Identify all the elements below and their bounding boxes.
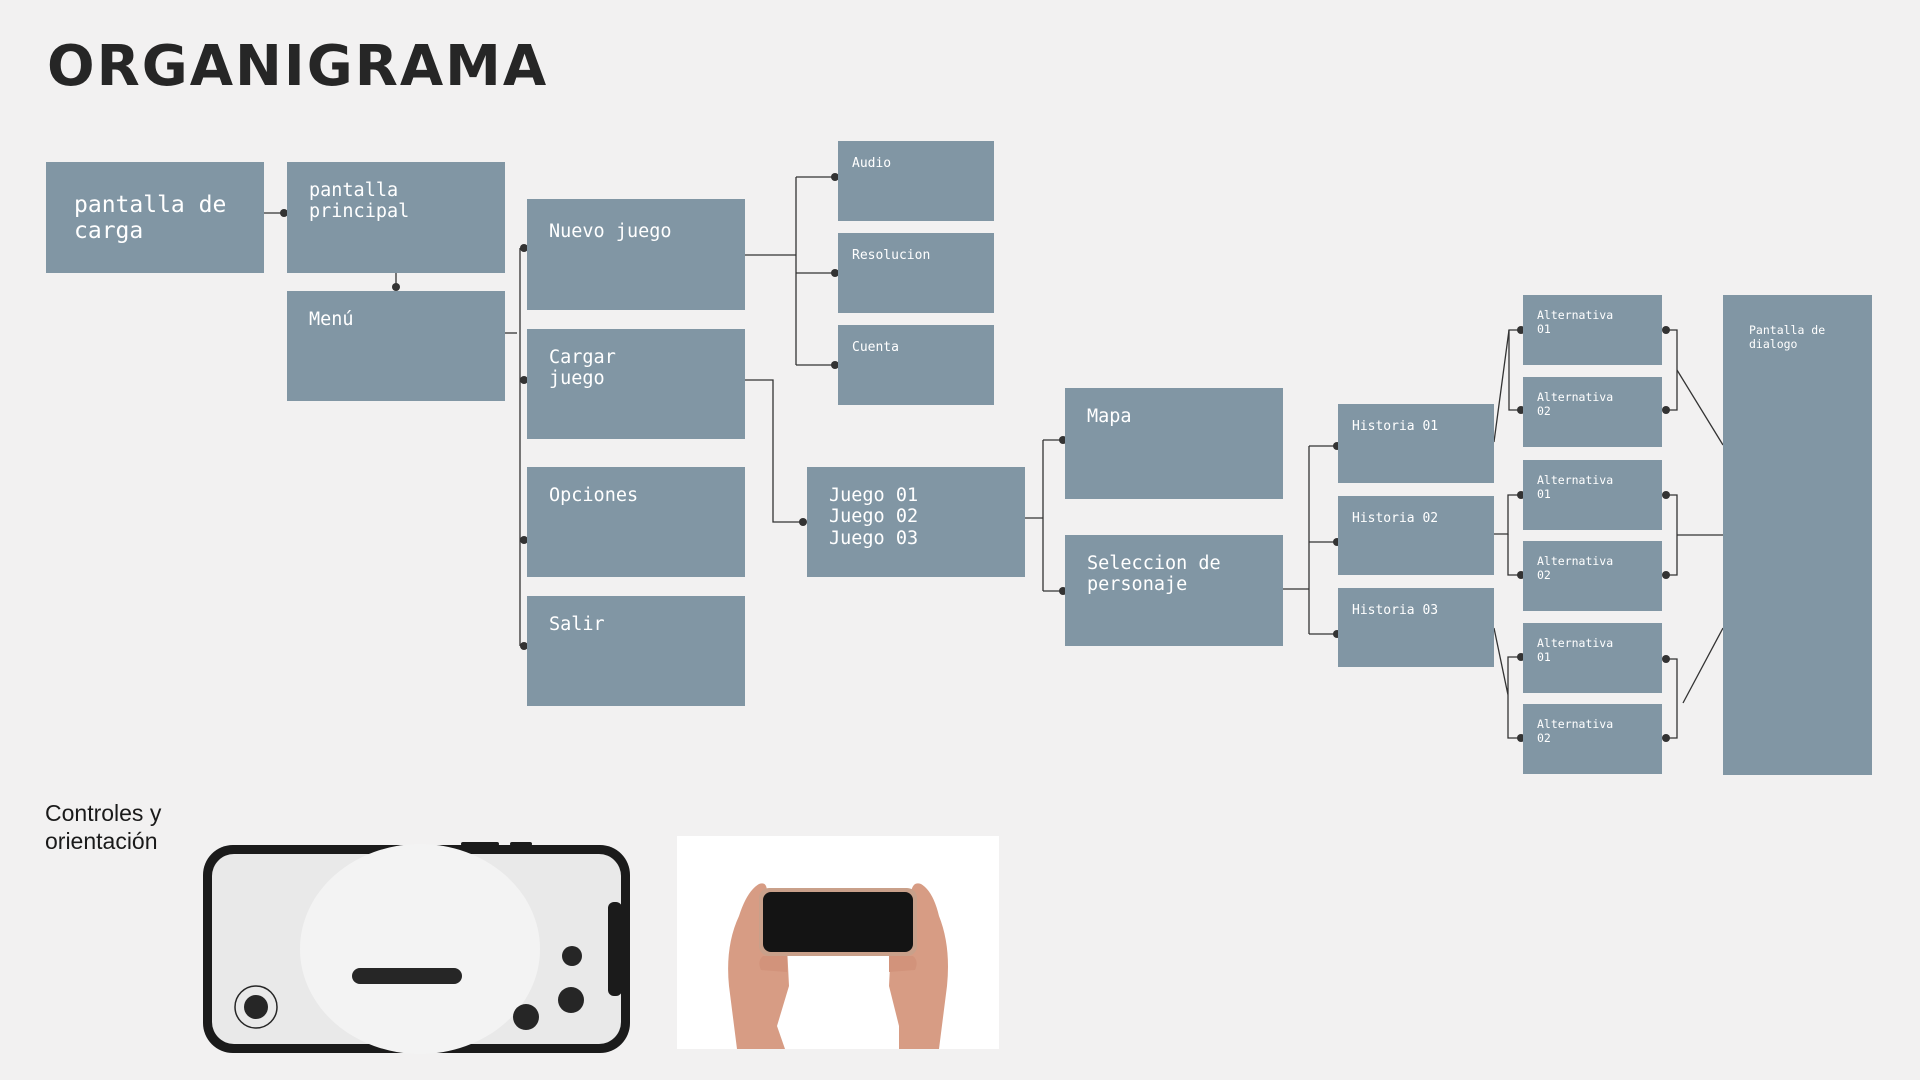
action-bar-icon [352,968,462,984]
node-menu: Menú [287,291,505,401]
node-pantalla-de-dialogo: Pantalla de dialogo [1723,295,1872,775]
node-alternativa-02: Alternativa 02 [1523,377,1662,447]
node-alternativa-01: Alternativa 01 [1523,623,1662,693]
node-nuevo-juego: Nuevo juego [527,199,745,310]
node-historia-02: Historia 02 [1338,496,1494,575]
phone-controls-illustration [203,842,630,1054]
node-seleccion-de-personaje: Seleccion de personaje [1065,535,1283,646]
node-juegos: Juego 01 Juego 02 Juego 03 [807,467,1025,577]
node-mapa: Mapa [1065,388,1283,499]
node-historia-03: Historia 03 [1338,588,1494,667]
node-alternativa-02: Alternativa 02 [1523,704,1662,774]
node-pantalla-de-carga: pantalla de carga [46,162,264,273]
node-audio: Audio [838,141,994,221]
node-pantalla-principal: pantalla principal [287,162,505,273]
node-cuenta: Cuenta [838,325,994,405]
node-alternativa-01: Alternativa 01 [1523,460,1662,530]
hands-holding-phone-image [677,836,999,1049]
node-alternativa-02: Alternativa 02 [1523,541,1662,611]
node-alternativa-01: Alternativa 01 [1523,295,1662,365]
button-icon [558,987,584,1013]
controles-caption: Controles y orientación [45,800,162,854]
node-cargar-juego: Cargar juego [527,329,745,439]
node-historia-01: Historia 01 [1338,404,1494,483]
page-title: ORGANIGRAMA [47,34,549,99]
button-icon [562,946,582,966]
button-icon [513,1004,539,1030]
joystick-icon [234,985,278,1029]
node-opciones: Opciones [527,467,745,577]
node-resolucion: Resolucion [838,233,994,313]
node-salir: Salir [527,596,745,706]
